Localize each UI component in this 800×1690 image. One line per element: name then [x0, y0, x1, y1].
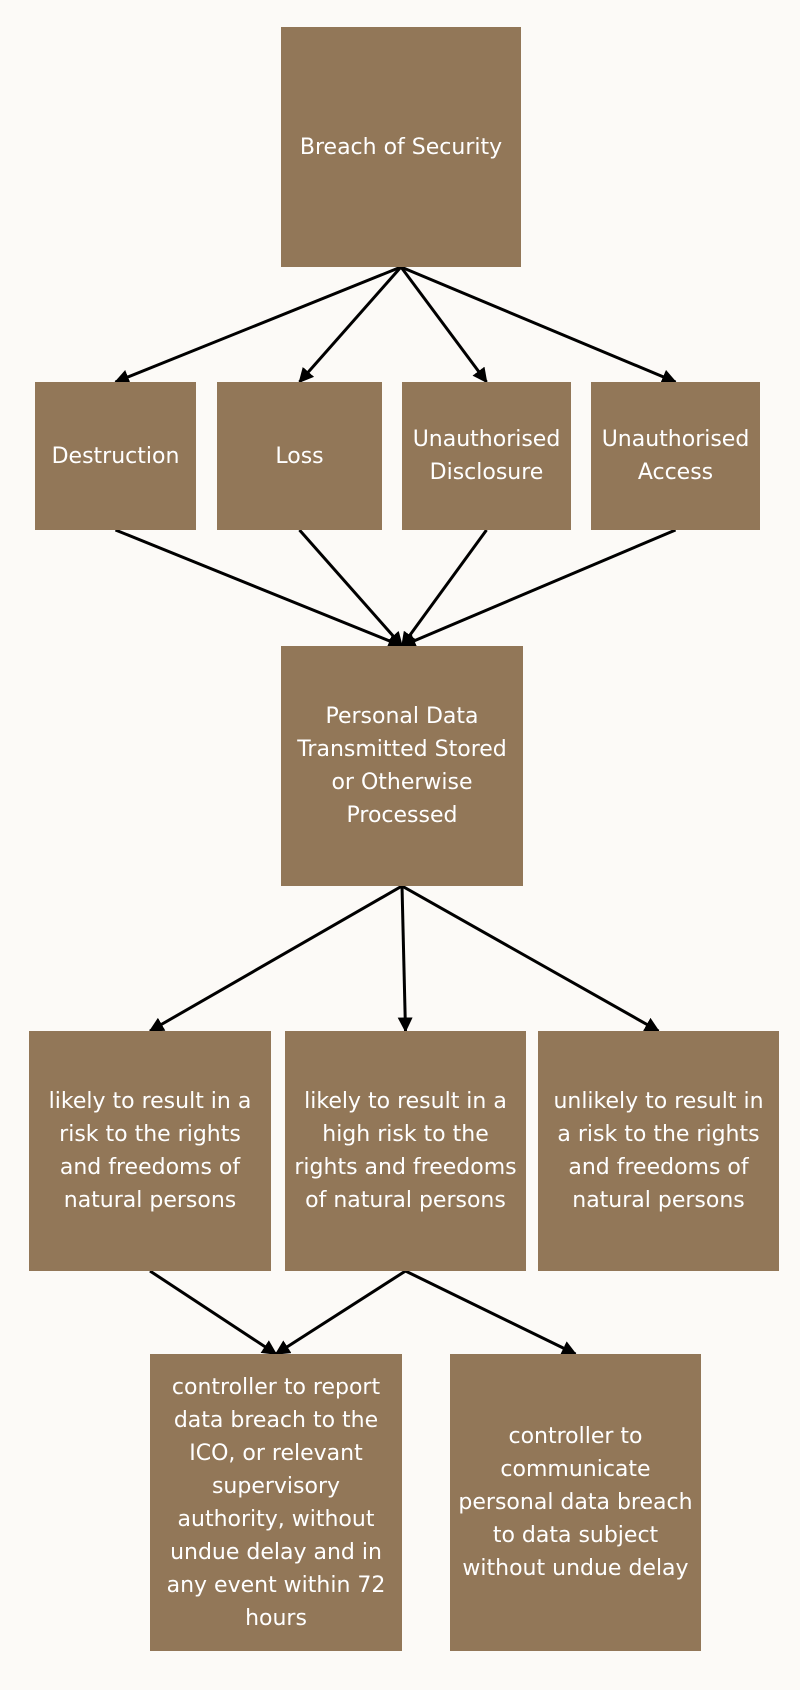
node-destruction: Destruction: [35, 382, 196, 530]
node-label: controller to report data breach to the …: [166, 1374, 386, 1631]
node-communicate-to-subject: controller to communicate personal data …: [450, 1354, 701, 1651]
node-report-to-ico: controller to report data breach to the …: [150, 1354, 402, 1651]
node-label: Unauthorised Disclosure: [412, 427, 561, 485]
node-label: Loss: [275, 443, 324, 469]
node-breach-of-security: Breach of Security: [281, 27, 521, 267]
node-personal-data: Personal Data Transmitted Stored or Othe…: [281, 646, 523, 886]
arrow-highrisk-to-report: [274, 1269, 407, 1356]
arrow-risk-to-report: [149, 1269, 278, 1356]
node-unlikely-risk: unlikely to result in a risk to the righ…: [538, 1031, 779, 1271]
node-label: likely to result in a risk to the rights…: [48, 1089, 252, 1213]
arrow-disclosure-to-personal: [400, 529, 488, 648]
node-unauthorised-disclosure: Unauthorised Disclosure: [402, 382, 571, 530]
arrow-personal-to-highrisk: [397, 885, 413, 1033]
node-label: Destruction: [51, 443, 180, 469]
node-label: Unauthorised Access: [601, 427, 750, 485]
arrow-loss-to-personal: [298, 529, 404, 648]
node-likely-high-risk: likely to result in a high risk to the r…: [285, 1031, 526, 1271]
node-label: Breach of Security: [299, 134, 503, 160]
arrow-destruction-to-personal: [114, 528, 404, 648]
arrow-access-to-personal: [400, 528, 677, 648]
node-label: controller to communicate personal data …: [458, 1424, 693, 1581]
node-unauthorised-access: Unauthorised Access: [591, 382, 760, 530]
arrow-breach-to-destruction: [114, 265, 402, 384]
arrow-breach-to-access: [400, 265, 677, 384]
node-loss: Loss: [217, 382, 382, 530]
node-label: unlikely to result in a risk to the righ…: [553, 1089, 764, 1213]
arrow-breach-to-loss: [298, 266, 403, 384]
arrow-personal-to-risk: [148, 884, 403, 1033]
arrow-breach-to-disclosure: [399, 266, 488, 384]
node-label: Personal Data Transmitted Stored or Othe…: [297, 704, 507, 828]
node-label: likely to result in a high risk to the r…: [294, 1089, 517, 1213]
arrow-highrisk-to-communicate: [404, 1269, 577, 1356]
node-likely-risk: likely to result in a risk to the rights…: [29, 1031, 271, 1271]
arrow-personal-to-unlikely: [401, 884, 660, 1033]
